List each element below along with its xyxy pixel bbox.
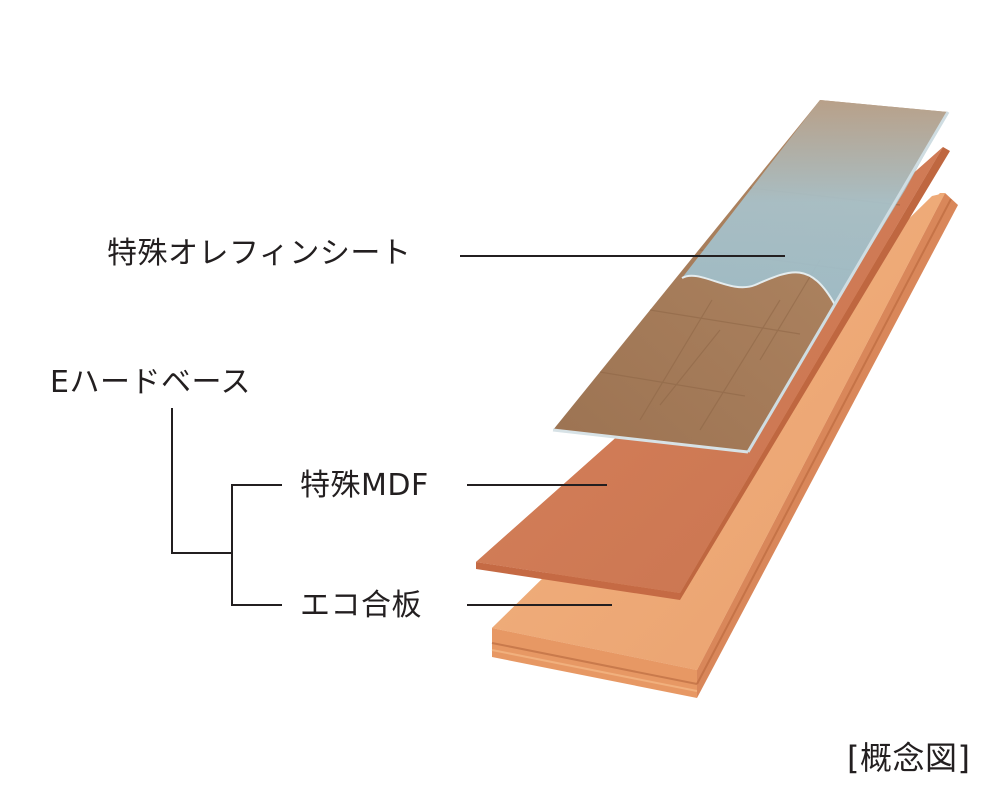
caption-conceptual-diagram: [概念図]	[847, 739, 971, 777]
leader-lines	[171, 255, 785, 606]
label-special-olefin-sheet: 特殊オレフィンシート	[107, 236, 412, 271]
bracket-base	[171, 408, 232, 554]
label-e-hard-base: Eハードベース	[50, 365, 251, 400]
bracket-branches	[231, 484, 282, 606]
label-special-mdf: 特殊MDF	[300, 468, 429, 503]
olefin-sheet-layer	[552, 100, 950, 454]
label-eco-plywood: エコ合板	[300, 588, 422, 623]
